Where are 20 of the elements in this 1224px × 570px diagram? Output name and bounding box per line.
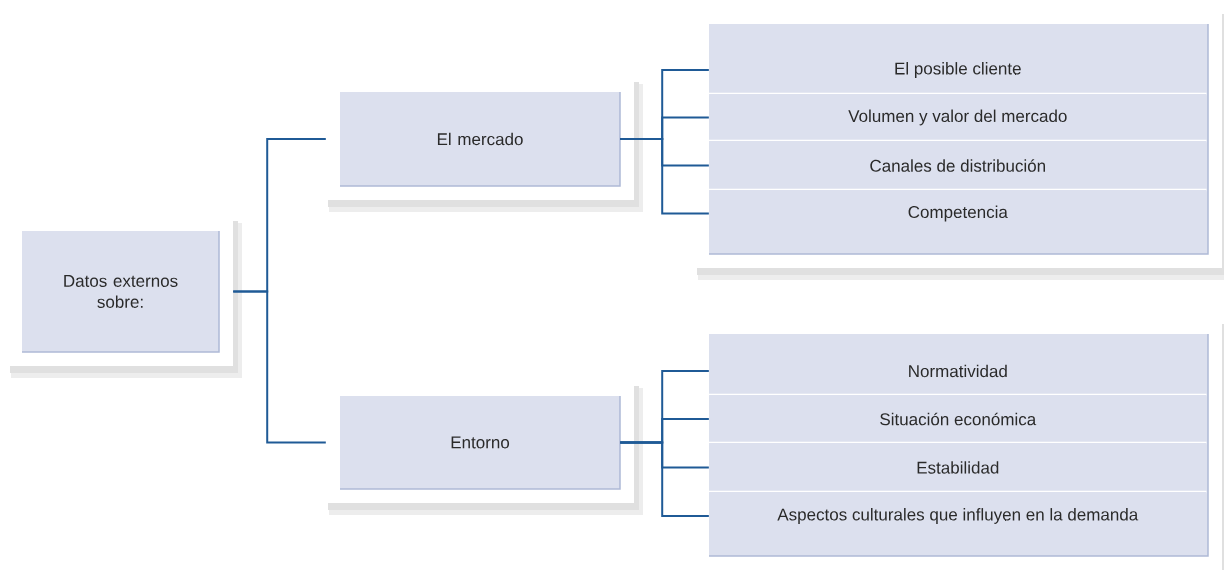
connector-line: [619, 441, 710, 517]
topic-box: El mercado: [326, 78, 643, 212]
node-label: Canales de distribución: [870, 159, 1045, 172]
list-row: Competencia: [709, 190, 1207, 237]
list-row: El posible cliente: [709, 46, 1207, 96]
node-label: Estabilidad: [917, 461, 999, 474]
node-label: Competencia: [908, 205, 1008, 222]
list-row: Volumen y valor del mercado: [709, 94, 1207, 143]
node-label: Situación económica: [880, 412, 1037, 426]
connector-line: [619, 138, 710, 215]
list-row: Canales de distribución: [709, 141, 1207, 192]
topic-box: Datos externos sobre:: [8, 217, 242, 378]
list-row: Situación económica: [709, 395, 1207, 445]
list-row: Aspectos culturales que influyen en la demanda: [709, 492, 1207, 540]
node-label: Aspectos culturales que influyen en la demanda: [777, 508, 1139, 524]
node-label: Volumen y valor del mercado: [848, 109, 1067, 126]
topic-box: Entorno: [326, 382, 643, 515]
list-row: Normatividad: [709, 347, 1207, 397]
list-row: Estabilidad: [709, 443, 1207, 494]
connector-line: [232, 290, 327, 444]
